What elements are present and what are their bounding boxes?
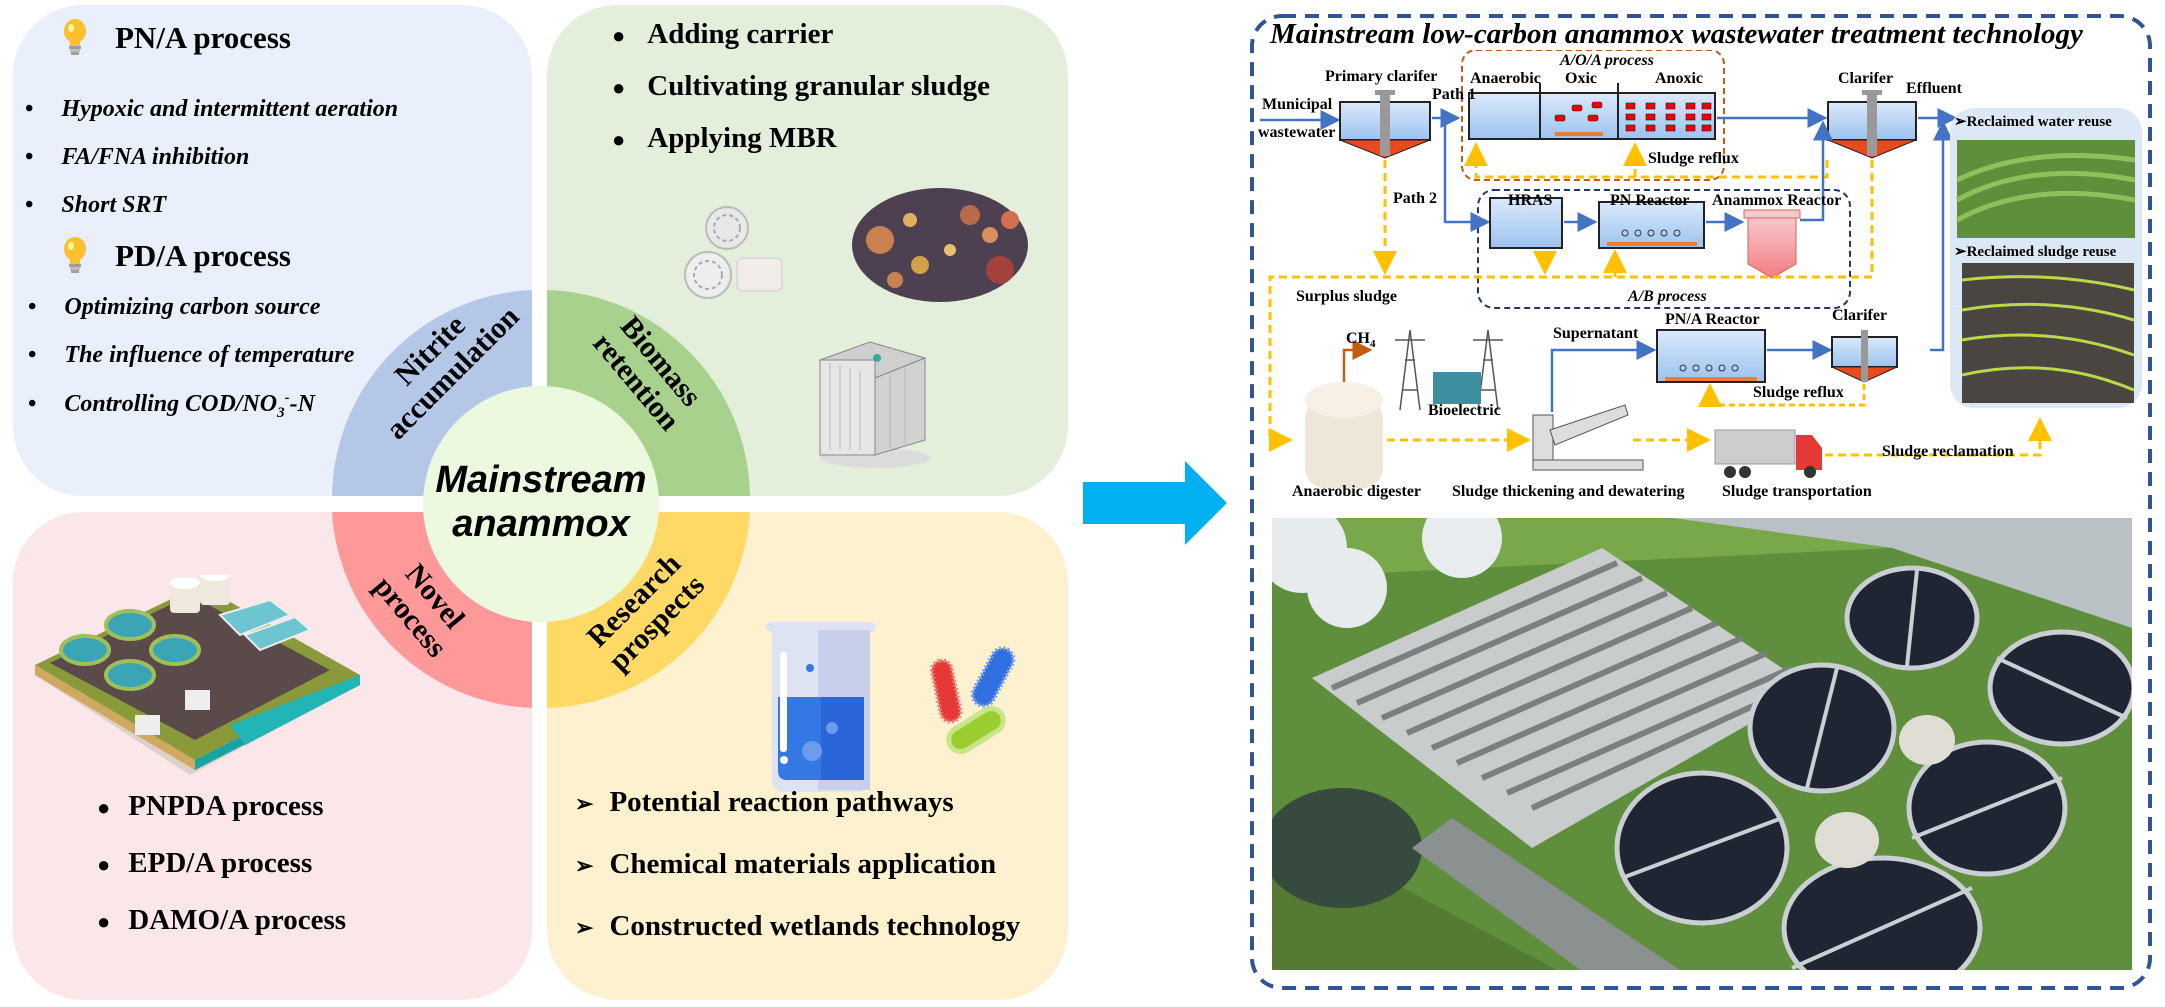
label-pna-reactor: PN/A Reactor <box>1665 311 1760 328</box>
list-item: •The influence of temperature <box>28 342 355 368</box>
mbr-module-image <box>818 341 930 468</box>
list-item: ●Applying MBR <box>612 122 837 154</box>
list-item: ●EPD/A process <box>97 847 313 879</box>
bioelectric-building-icon <box>1433 372 1481 404</box>
label-effluent: Effluent <box>1906 80 1962 97</box>
carrier-media-image <box>684 206 783 299</box>
label-anaerobic: Anaerobic <box>1470 70 1541 87</box>
wastewater-plant-illustration <box>35 575 360 775</box>
label-sludge-reflux: Sludge reflux <box>1648 150 1739 167</box>
lightbulb-icon <box>62 18 88 63</box>
label-pn-reactor: PN Reactor <box>1610 192 1690 209</box>
clarifier-icon <box>1831 330 1898 383</box>
anammox-reactor-icon <box>1743 209 1801 279</box>
label-sludge-reclamation: Sludge reclamation <box>1882 443 2014 460</box>
ab-process-box <box>1477 189 1851 309</box>
label-transportation: Sludge transportation <box>1722 483 1872 500</box>
power-tower-icon <box>1395 329 1503 411</box>
label-wastewater: wastewater <box>1258 124 1336 141</box>
right-panel-title: Mainstream low-carbon anammox wastewater… <box>1270 18 2083 50</box>
beaker-icon <box>766 622 876 792</box>
bacteria-icon <box>929 646 1016 755</box>
sludge-thickener-icon <box>1532 404 1644 471</box>
anaerobic-digester-icon <box>1305 382 1383 488</box>
label-ch4: CH4 <box>1346 330 1376 351</box>
pda-process-title: PD/A process <box>115 238 291 273</box>
pna-process-title: PN/A process <box>115 20 291 55</box>
label-surplus-sludge: Surplus sludge <box>1296 288 1397 305</box>
label-path1: Path 1 <box>1432 86 1476 103</box>
list-item: ●PNPDA process <box>97 790 324 822</box>
pna-reactor-icon <box>1656 329 1766 383</box>
label-aoa-process: A/O/A process <box>1560 52 1654 69</box>
list-item: •Hypoxic and intermittent aeration <box>25 96 399 122</box>
list-item: ●DAMO/A process <box>97 904 347 936</box>
label-sludge-reflux-2: Sludge reflux <box>1753 384 1844 401</box>
label-thickening: Sludge thickening and dewatering <box>1452 483 1685 500</box>
label-reclaimed-sludge: ➢Reclaimed sludge reuse <box>1954 244 2117 260</box>
label-supernatant: Supernatant <box>1553 325 1639 342</box>
center-circle <box>423 386 659 622</box>
aerial-treatment-plant-photo <box>1272 518 2132 970</box>
list-item: •Controlling COD/NO3--N <box>28 390 315 421</box>
list-item: ➢Potential reaction pathways <box>575 786 954 818</box>
center-ring <box>332 290 750 708</box>
label-bioelectric: Bioelectric <box>1428 402 1501 419</box>
pn-reactor-icon <box>1598 201 1705 249</box>
label-clarifier: Clarifer <box>1838 70 1894 87</box>
list-item: ➢Constructed wetlands technology <box>575 910 1021 942</box>
list-item: ●Adding carrier <box>612 18 834 50</box>
list-item: ➢Chemical materials application <box>575 848 997 880</box>
list-item: •FA/FNA inhibition <box>25 144 250 170</box>
label-primary-clarifier: Primary clarifer <box>1325 68 1438 85</box>
label-reclaimed-water: ➢Reclaimed water reuse <box>1954 114 2112 130</box>
list-item: •Short SRT <box>25 192 167 218</box>
label-oxic: Oxic <box>1565 70 1597 87</box>
primary-clarifier-icon <box>1339 90 1431 159</box>
label-ab-process: A/B process <box>1628 288 1707 305</box>
label-municipal: Municipal <box>1262 96 1333 113</box>
granular-sludge-image <box>852 188 1028 302</box>
process-flow-diagram <box>1260 50 2142 488</box>
aoa-tank-icon <box>1468 83 1716 140</box>
label-anaerobic-digester: Anaerobic digester <box>1292 483 1422 500</box>
sludge-truck-icon <box>1714 429 1822 478</box>
list-item: ●Cultivating granular sludge <box>612 70 990 102</box>
right-panel-border <box>1250 14 2152 990</box>
label-path2: Path 2 <box>1393 190 1437 207</box>
label-hras: HRAS <box>1508 192 1553 209</box>
list-item: •Optimizing carbon source <box>28 294 321 320</box>
hras-tank-icon <box>1489 197 1563 249</box>
label-clarifier-2: Clarifer <box>1832 307 1888 324</box>
label-anoxic: Anoxic <box>1655 70 1703 87</box>
lightbulb-icon <box>62 236 88 281</box>
right-arrow-icon <box>1083 461 1227 545</box>
label-anammox-reactor: Anammox Reactor <box>1712 192 1842 209</box>
clarifier-icon <box>1827 90 1917 159</box>
